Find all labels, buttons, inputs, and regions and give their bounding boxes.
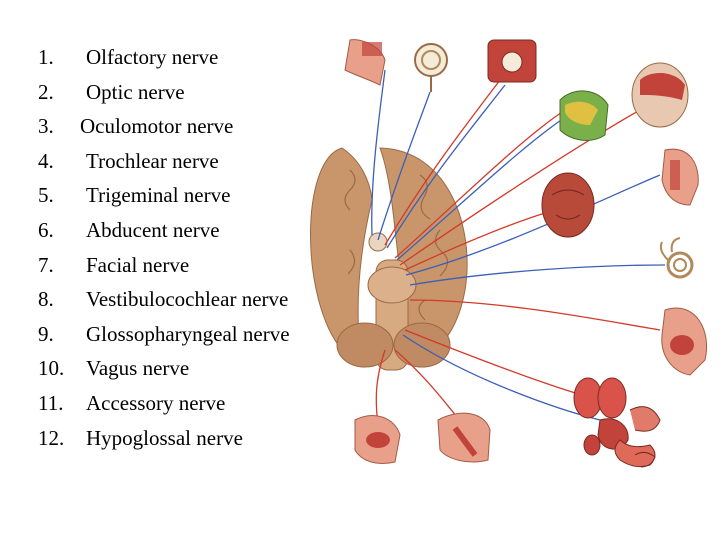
head-muscles-illustration [631, 62, 689, 128]
nerve-line-optic [377, 91, 431, 241]
nerve-name: Oculomotor nerve [80, 114, 234, 139]
nerve-number: 2. [38, 79, 54, 104]
eye-illustration [414, 43, 448, 92]
nerve-name: Vestibulocochlear nerve [86, 287, 289, 312]
nerve-name: Accessory nerve [86, 390, 226, 415]
cranial-nerve-list: 1. Olfactory nerve 2. Optic nerve 3. Ocu… [38, 40, 338, 455]
cerebellum-right [393, 322, 451, 368]
nerve-item: 2. Optic nerve [38, 75, 338, 110]
nerve-line-facial-2 [405, 174, 661, 276]
nerve-item: 9. Glossopharyngeal nerve [38, 317, 338, 352]
nerve-item: 1. Olfactory nerve [38, 40, 338, 75]
nerve-name: Trigeminal nerve [86, 183, 231, 208]
head-profile-illustration [661, 148, 699, 206]
nerve-number: 11. [38, 390, 64, 415]
nerve-line-oculomotor [384, 79, 501, 246]
nerve-name: Vagus nerve [86, 356, 190, 381]
nerve-line-trigeminal [394, 109, 566, 259]
inner-ear-illustration [659, 237, 694, 279]
nerve-line-facial [404, 209, 556, 271]
face-dermatome-illustration [559, 90, 609, 141]
nerve-number: 12. [38, 425, 65, 450]
neck-muscles-illustration [437, 412, 491, 463]
nerve-item: 4. Trochlear nerve [38, 144, 338, 179]
tongue-illustration [354, 415, 401, 464]
nerve-number: 6. [38, 217, 54, 242]
nerve-name: Trochlear nerve [86, 148, 219, 173]
cerebellum-left [336, 322, 394, 368]
nerve-number: 8. [38, 287, 54, 312]
nerve-item: 11. Accessory nerve [38, 386, 338, 421]
nerve-name: Glossopharyngeal nerve [86, 321, 290, 346]
nerve-name: Optic nerve [86, 79, 185, 104]
nerve-line-vestibulocochlear [409, 264, 666, 286]
nerve-line-glossopharyngeal [409, 299, 661, 331]
nerve-number: 3. [38, 114, 54, 139]
nerve-name: Abducent nerve [86, 217, 220, 242]
nerve-item: 6. Abducent nerve [38, 213, 338, 248]
nerve-line-oculomotor-2 [386, 84, 506, 249]
nerve-line-olfactory [371, 69, 386, 236]
brain-gyri [344, 169, 449, 321]
pharynx-illustration [661, 307, 707, 376]
nose-illustration [344, 39, 386, 86]
nerve-name: Hypoglossal nerve [86, 425, 243, 450]
optic-chiasm [368, 232, 388, 252]
nerve-item: 8. Vestibulocochlear nerve [38, 282, 338, 317]
nerve-line-trigeminal-2 [396, 115, 568, 261]
nerve-number: 1. [38, 45, 54, 69]
nerve-name: Olfactory nerve [86, 45, 219, 69]
brain-illustration [310, 147, 468, 371]
target-organs [344, 39, 707, 468]
nerve-number: 10. [38, 356, 65, 381]
nerve-item: 3. Oculomotor nerve [38, 109, 338, 144]
nerve-item: 7. Facial nerve [38, 248, 338, 283]
nerve-number: 9. [38, 321, 54, 346]
nerve-number: 7. [38, 252, 54, 277]
eye-muscles-illustration [487, 39, 537, 83]
nerve-item: 5. Trigeminal nerve [38, 178, 338, 213]
nerve-name: Facial nerve [86, 252, 190, 277]
pons [367, 266, 417, 304]
brain-left-hemisphere [310, 147, 373, 351]
nerve-number: 5. [38, 183, 54, 208]
visceral-organs-illustration [573, 377, 661, 468]
nerve-item: 10. Vagus nerve [38, 351, 338, 386]
nerve-line-abducent [399, 109, 641, 266]
facial-muscles-illustration [541, 172, 595, 238]
nerve-number: 4. [38, 148, 54, 173]
nerve-item: 12. Hypoglossal nerve [38, 421, 338, 456]
